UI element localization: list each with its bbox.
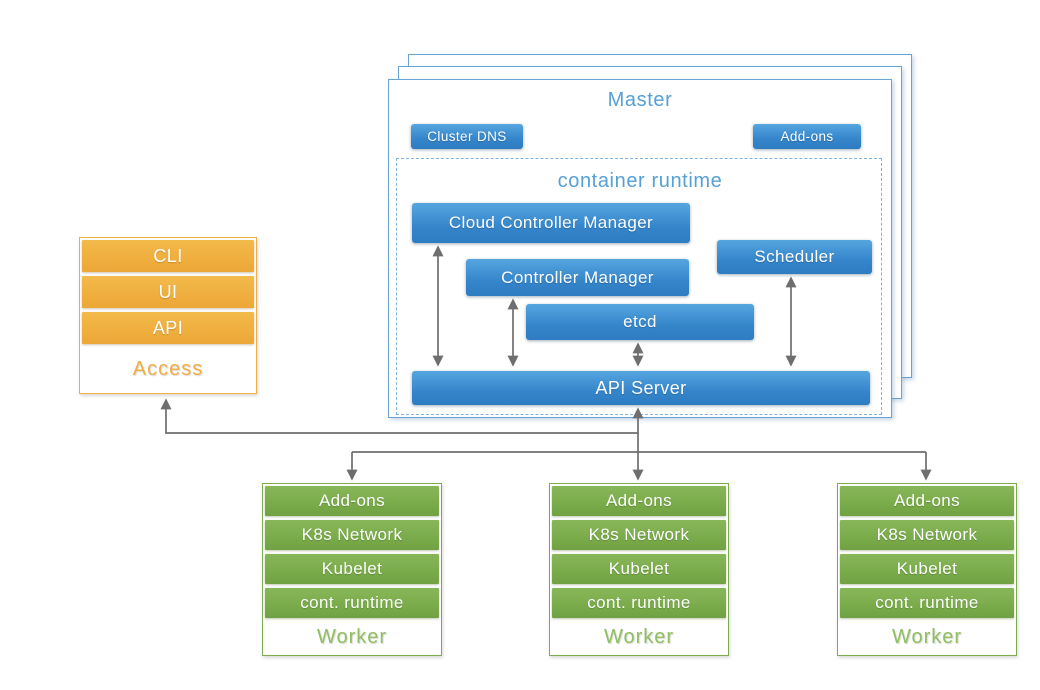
api-server-box: API Server xyxy=(412,371,870,405)
access-node: CLI UI API Access xyxy=(79,237,257,394)
worker-node-2: Add-ons K8s Network Kubelet cont. runtim… xyxy=(549,483,729,656)
worker3-kubelet-bar: Kubelet xyxy=(840,554,1014,584)
worker2-cont-runtime-bar: cont. runtime xyxy=(552,588,726,618)
master-addons-box: Add-ons xyxy=(753,124,861,149)
worker1-k8s-network-bar: K8s Network xyxy=(265,520,439,550)
ui-bar: UI xyxy=(82,276,254,308)
worker1-addons-bar: Add-ons xyxy=(265,486,439,516)
worker1-cont-runtime-bar: cont. runtime xyxy=(265,588,439,618)
worker-node-1: Add-ons K8s Network Kubelet cont. runtim… xyxy=(262,483,442,656)
etcd-box: etcd xyxy=(526,304,754,340)
api-bar: API xyxy=(82,312,254,344)
worker-node-3: Add-ons K8s Network Kubelet cont. runtim… xyxy=(837,483,1017,656)
master-node: Master Cluster DNS Add-ons container run… xyxy=(388,79,892,418)
worker1-kubelet-bar: Kubelet xyxy=(265,554,439,584)
cloud-controller-manager-box: Cloud Controller Manager xyxy=(412,203,690,243)
cli-bar: CLI xyxy=(82,240,254,272)
worker3-cont-runtime-bar: cont. runtime xyxy=(840,588,1014,618)
worker3-k8s-network-bar: K8s Network xyxy=(840,520,1014,550)
worker2-kubelet-bar: Kubelet xyxy=(552,554,726,584)
worker3-addons-bar: Add-ons xyxy=(840,486,1014,516)
worker3-title: Worker xyxy=(891,626,963,648)
worker1-title: Worker xyxy=(316,626,388,648)
worker2-addons-bar: Add-ons xyxy=(552,486,726,516)
controller-manager-box: Controller Manager xyxy=(466,259,689,296)
access-title: Access xyxy=(132,358,204,380)
master-title: Master xyxy=(607,89,673,111)
cluster-dns-box: Cluster DNS xyxy=(411,124,523,149)
worker2-k8s-network-bar: K8s Network xyxy=(552,520,726,550)
worker2-title: Worker xyxy=(603,626,675,648)
container-runtime-title: container runtime xyxy=(557,170,723,192)
scheduler-box: Scheduler xyxy=(717,240,872,274)
